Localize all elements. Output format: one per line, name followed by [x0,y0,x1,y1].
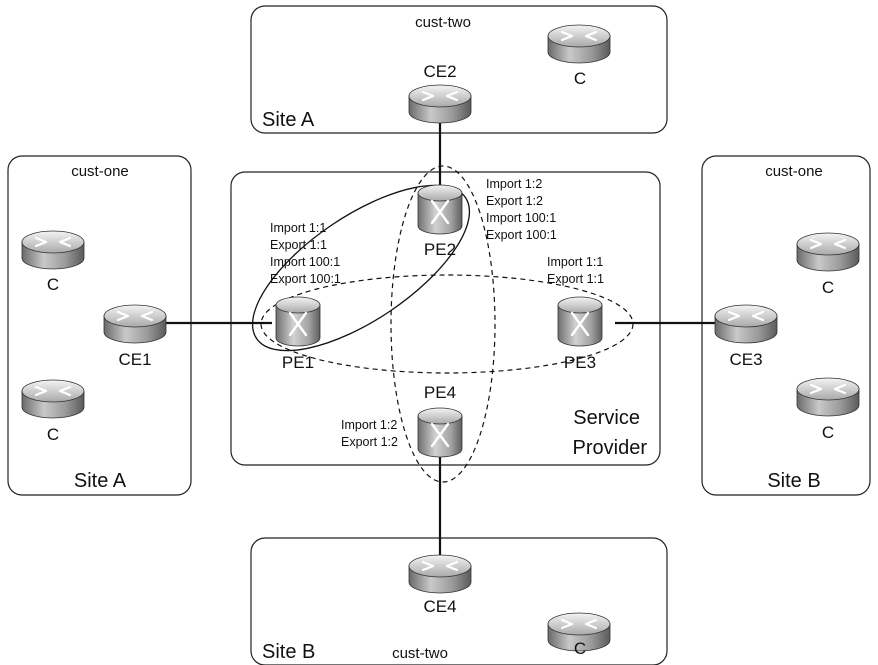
vrf-pe1-line-2: Export 1:1 [270,238,327,252]
label-c-bottom: C [574,639,586,658]
site-left-name: Site A [74,470,127,492]
provider-box [230,171,661,466]
router-pe2-icon [417,184,463,235]
vrf-pe1-line-1: Import 1:1 [270,221,326,235]
router-pe4-icon [417,407,463,458]
label-pe4: PE4 [424,383,456,402]
site-left-box [7,155,192,496]
vrf-pe1-line-3: Import 100:1 [270,255,340,269]
vrf-pe1-line-4: Export 100:1 [270,272,341,286]
label-pe2: PE2 [424,240,456,259]
vrf-pe3-line-1: Import 1:1 [547,255,603,269]
router-ce1-icon [103,304,167,344]
label-c-right-upper: C [822,278,834,297]
router-c-right-lower-icon [796,377,860,417]
site-bottom-box [250,537,668,665]
provider-label-line2: Provider [573,437,648,459]
provider-label-line1: Service [573,407,640,429]
router-ce4-icon [408,554,472,594]
router-c-top-icon [547,24,611,64]
router-c-right-upper-icon [796,232,860,272]
vrf-ellipse-pe1-pe3 [260,274,634,374]
vrf-pe4-line-1: Import 1:2 [341,418,397,432]
vrf-pe2-line-1: Import 1:2 [486,177,542,191]
router-c-bottom-icon [547,612,611,652]
router-ce2-icon [408,84,472,124]
vrf-ellipse-pe1-pe2 [251,184,471,352]
site-top-name: Site A [262,109,315,131]
site-top-customer: cust-two [415,14,471,31]
vrf-pe2-line-4: Export 100:1 [486,228,557,242]
label-c-right-lower: C [822,423,834,442]
vrf-ellipse-pe2-pe4 [390,165,496,483]
label-c-top: C [574,69,586,88]
router-pe3-icon [557,296,603,347]
vrf-pe2-line-2: Export 1:2 [486,194,543,208]
vrf-pe3-line-2: Export 1:1 [547,272,604,286]
router-pe1-icon [275,296,321,347]
vrf-pe4-line-2: Export 1:2 [341,435,398,449]
label-pe3: PE3 [564,353,596,372]
label-c-left-lower: C [47,425,59,444]
router-c-left-lower-icon [21,379,85,419]
site-bottom-name: Site B [262,641,315,663]
router-c-left-upper-icon [21,230,85,270]
site-bottom-customer: cust-two [392,645,448,662]
label-ce2: CE2 [423,62,456,81]
label-ce4: CE4 [423,597,456,616]
site-right-box [701,155,871,496]
label-c-left-upper: C [47,275,59,294]
site-right-customer: cust-one [765,163,823,180]
vrf-pe2-line-3: Import 100:1 [486,211,556,225]
site-right-name: Site B [767,470,820,492]
site-top-box [250,5,668,134]
label-ce3: CE3 [729,350,762,369]
site-left-customer: cust-one [71,163,129,180]
label-ce1: CE1 [118,350,151,369]
label-pe1: PE1 [282,353,314,372]
router-ce3-icon [714,304,778,344]
